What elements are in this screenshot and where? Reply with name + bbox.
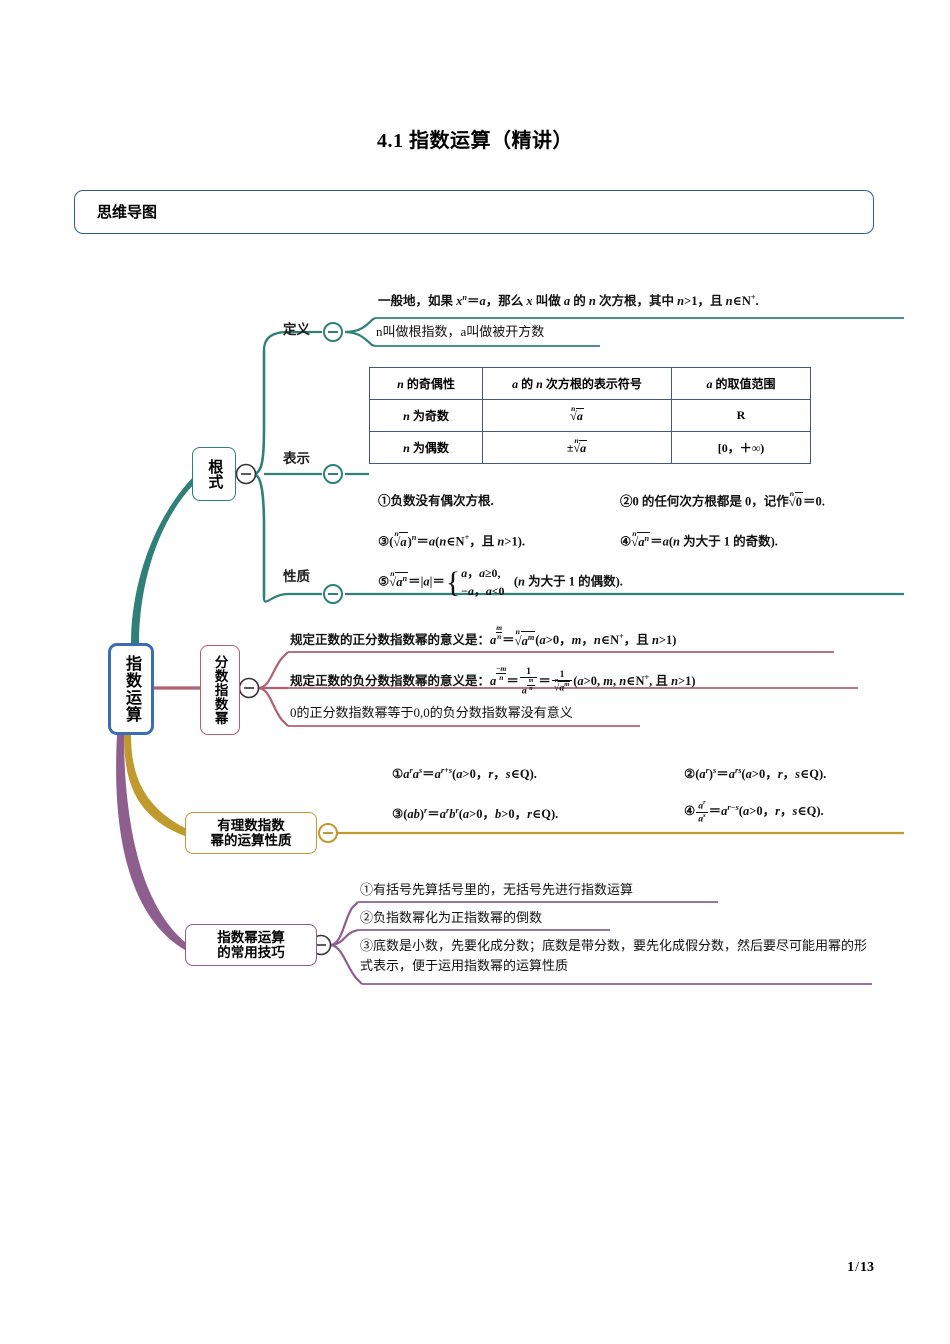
table-header-symbol: a 的 n 次方根的表示符号 bbox=[482, 367, 672, 400]
table-row: n 为偶数 ±n√a [0，＋∞) bbox=[369, 431, 811, 464]
page-number-current: 1 bbox=[847, 1260, 855, 1275]
leaf-property-3: ③(n√a)n＝a(n∈N+，且 n>1). bbox=[378, 529, 525, 552]
mindmap-connectors bbox=[116, 317, 904, 985]
leaf-rational-1: ①aras＝ar+s(a>0，r，s∈Q). bbox=[392, 765, 537, 784]
trunk-technique bbox=[116, 735, 185, 950]
leaf-fraction-3: 0的正分数指数幂等于0,0的负分数指数幂没有意义 bbox=[290, 703, 573, 723]
leaf-rational-3-text: ③(ab)r＝arbr(a>0，b>0，r∈Q). bbox=[392, 806, 559, 822]
table-cell-parity-odd: n 为奇数 bbox=[369, 399, 483, 432]
spine-radical-down bbox=[252, 472, 266, 598]
leaf-property-1-text: ①负数没有偶次方根. bbox=[378, 494, 494, 508]
branch-dingyi-to-leaf-a bbox=[344, 317, 376, 334]
leaf-technique-2: ②负指数幂化为正指数幂的倒数 bbox=[360, 908, 542, 928]
leaf-rational-2-text: ②(ar)s＝ars(a>0，r，s∈Q). bbox=[684, 766, 827, 782]
leaf-technique-3: ③底数是小数，先要化成分数；底数是带分数，要先化成假分数，然后要尽可能用幂的形式… bbox=[360, 936, 878, 975]
page-title: 4.1 指数运算（精讲） bbox=[377, 130, 573, 152]
table-cell-parity-even: n 为偶数 bbox=[369, 431, 483, 464]
table-header-row: n 的奇偶性 a 的 n 次方根的表示符号 a 的取值范围 bbox=[369, 367, 811, 400]
branch-xingzhi bbox=[262, 592, 322, 603]
leaf-property-3-text: ③(n√a)n＝a(n∈N+，且 n>1). bbox=[378, 529, 525, 552]
leaf-rational-2: ②(ar)s＝ars(a>0，r，s∈Q). bbox=[684, 765, 826, 784]
leaf-technique-1-text: ①有括号先算括号里的，无括号先进行指数运算 bbox=[360, 882, 634, 897]
table-header-parity: n 的奇偶性 bbox=[369, 367, 483, 400]
mindmap-node-technique-label: 指数幂运算的常用技巧 bbox=[217, 929, 285, 960]
branch-label-definition[interactable]: 定义 bbox=[283, 322, 310, 337]
leaf-technique-2-text: ②负指数幂化为正指数幂的倒数 bbox=[360, 910, 543, 925]
section-header-box: 思维导图 bbox=[74, 190, 874, 234]
branch-dingyi bbox=[262, 330, 322, 351]
trunk-rational bbox=[124, 735, 185, 836]
page-number-separator: / bbox=[855, 1260, 859, 1275]
branch-label-representation[interactable]: 表示 bbox=[283, 451, 310, 466]
branch-jiqiao-3 bbox=[329, 943, 363, 985]
mindmap-root-node[interactable]: 指数运算 bbox=[108, 643, 154, 735]
leaf-definition-2: n叫做根指数，a叫做被开方数 bbox=[376, 322, 544, 342]
leaf-technique-1: ①有括号先算括号里的，无括号先进行指数运算 bbox=[360, 880, 633, 900]
trunk-radical bbox=[131, 476, 194, 643]
table-header-range: a 的取值范围 bbox=[671, 367, 811, 400]
mindmap-node-rational[interactable]: 有理数指数幂的运算性质 bbox=[185, 812, 317, 854]
spine-radical-up bbox=[252, 350, 266, 476]
table-row: n 为奇数 n√a R bbox=[369, 399, 811, 432]
leaf-definition-1-text: 一般地，如果 xn＝a，那么 x 叫做 a 的 n 次方根，其中 n>1，且 n… bbox=[378, 293, 759, 309]
branch-fenshu-1 bbox=[257, 651, 289, 690]
page-number: 1/13 bbox=[847, 1260, 874, 1276]
table-cell-symbol-odd: n√a bbox=[482, 399, 672, 432]
table-cell-symbol-even: ±n√a bbox=[482, 431, 672, 464]
mindmap-node-fraction[interactable]: 分数指数幂 bbox=[200, 645, 240, 735]
leaf-definition-2-text: n叫做根指数，a叫做被开方数 bbox=[376, 324, 545, 339]
leaf-property-1: ①负数没有偶次方根. bbox=[378, 492, 494, 511]
table-cell-range-even: [0，＋∞) bbox=[671, 431, 811, 464]
leaf-fraction-3-text: 0的正分数指数幂等于0,0的负分数指数幂没有意义 bbox=[290, 705, 573, 720]
mindmap-node-rational-label: 有理数指数幂的运算性质 bbox=[210, 817, 292, 848]
leaf-technique-3-text: ③底数是小数，先要化成分数；底数是带分数，要先化成假分数，然后要尽可能用幂的形式… bbox=[360, 938, 868, 973]
branch-label-properties[interactable]: 性质 bbox=[283, 569, 310, 584]
branch-fenshu-3 bbox=[257, 686, 289, 727]
mindmap-node-radical[interactable]: 根式 bbox=[192, 447, 236, 501]
table-cell-range-odd: R bbox=[671, 399, 811, 432]
mindmap-node-technique[interactable]: 指数幂运算的常用技巧 bbox=[185, 924, 317, 966]
leaf-definition-1: 一般地，如果 xn＝a，那么 x 叫做 a 的 n 次方根，其中 n>1，且 n… bbox=[378, 292, 759, 311]
branch-dingyi-to-leaf-b bbox=[344, 330, 376, 348]
page-number-total: 13 bbox=[860, 1260, 874, 1275]
mindmap: 指数运算 根式 分数指数幂 有理数指数幂的运算性质 指数幂运算的常用技巧 定义 … bbox=[0, 260, 950, 1020]
root-representation-table: n 的奇偶性 a 的 n 次方根的表示符号 a 的取值范围 n 为奇数 n√a … bbox=[369, 367, 811, 464]
leaf-rational-1-text: ①aras＝ar+s(a>0，r，s∈Q). bbox=[392, 766, 537, 782]
section-header-label: 思维导图 bbox=[97, 205, 158, 221]
leaf-rational-3: ③(ab)r＝arbr(a>0，b>0，r∈Q). bbox=[392, 805, 558, 824]
